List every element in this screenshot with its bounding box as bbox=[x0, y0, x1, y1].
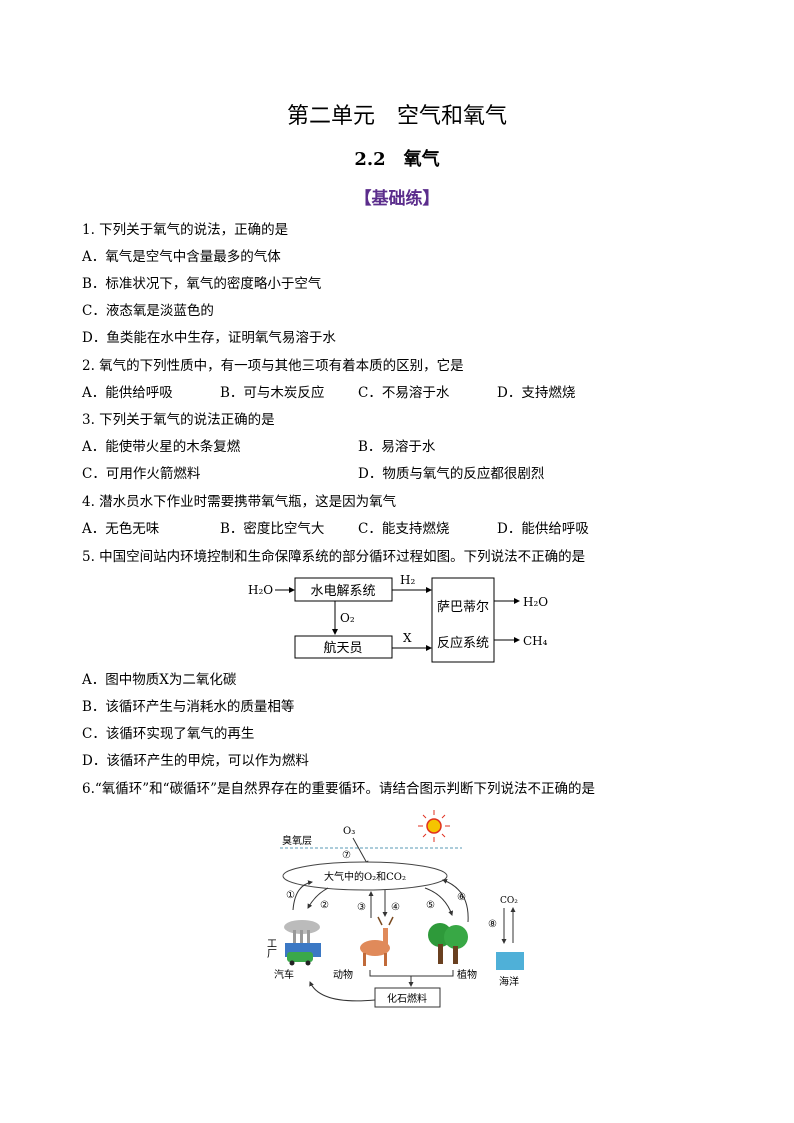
astronaut-box bbox=[294, 635, 393, 659]
ocean-icon bbox=[496, 952, 524, 970]
step-6: ⑥ bbox=[457, 892, 466, 903]
tree-icon bbox=[428, 923, 468, 964]
arrow bbox=[369, 970, 454, 986]
answer-option: B．该循环产生与消耗水的质量相等 bbox=[82, 699, 295, 715]
step-8: ⑧ bbox=[488, 919, 497, 930]
hydrogen-label: H₂ bbox=[400, 573, 415, 587]
answer-option: C．能支持燃烧 bbox=[358, 521, 450, 537]
ocean-label: 海洋 bbox=[499, 975, 519, 988]
question-stem: 4. 潜水员水下作业时需要携带氧气瓶，这是因为氧气 bbox=[82, 494, 397, 510]
answer-option: B．密度比空气大 bbox=[220, 521, 325, 537]
question-stem: 5. 中国空间站内环境控制和生命保障系统的部分循环过程如图。下列说法不正确的是 bbox=[82, 549, 586, 565]
fossil-fuel-box bbox=[374, 987, 441, 1008]
arrow bbox=[352, 837, 369, 866]
step-5: ⑤ bbox=[426, 900, 435, 911]
atmosphere-cloud bbox=[282, 861, 448, 891]
exercise-heading: 【基础练】 bbox=[354, 189, 440, 209]
plant-label: 植物 bbox=[457, 968, 477, 981]
ozone-layer-label: 臭氧层 bbox=[282, 834, 312, 847]
ozone-label: O₃ bbox=[343, 826, 355, 837]
answer-option: D．该循环产生的甲烷，可以作为燃料 bbox=[82, 753, 309, 769]
step-1: ① bbox=[286, 890, 295, 901]
oxygen-carbon-cycle-diagram: 臭氧层 O₃ ⑦ 大气中的O₂和CO₂ ① ② ③ ④ ⑤ ⑥ 工厂 汽车 动物… bbox=[265, 810, 524, 1008]
answer-option: B．标准状况下，氧气的密度略小于空气 bbox=[82, 276, 322, 292]
deer-icon bbox=[360, 916, 394, 966]
question-stem: 3. 下列关于氧气的说法正确的是 bbox=[82, 412, 275, 428]
factory-car-icon bbox=[284, 920, 321, 966]
answer-option: D．物质与氧气的反应都很剧烈 bbox=[358, 466, 545, 482]
water-input-label: H₂O bbox=[248, 583, 273, 597]
atmosphere-label: 大气中的O₂和CO₂ bbox=[324, 870, 406, 883]
question-stem: 1. 下列关于氧气的说法，正确的是 bbox=[82, 222, 289, 238]
answer-option: A．图中物质X为二氧化碳 bbox=[82, 672, 237, 688]
answer-option: C．液态氧是淡蓝色的 bbox=[82, 303, 214, 319]
step-4: ④ bbox=[391, 902, 400, 913]
step-2: ② bbox=[320, 900, 329, 911]
arrow bbox=[307, 887, 329, 909]
answer-option: A．能供给呼吸 bbox=[82, 385, 173, 401]
answer-option: B．可与木炭反应 bbox=[220, 385, 325, 401]
answer-option: C．可用作火箭燃料 bbox=[82, 466, 201, 482]
section-subtitle: 2.2 氧气 bbox=[354, 149, 440, 170]
step-3: ③ bbox=[357, 902, 366, 913]
arrow bbox=[292, 880, 313, 911]
step-7: ⑦ bbox=[342, 850, 351, 861]
fossil-fuel-label: 化石燃料 bbox=[387, 992, 427, 1005]
co2-label: CO₂ bbox=[500, 896, 518, 906]
question-stem: 2. 氧气的下列性质中，有一项与其他三项有着本质的区别，它是 bbox=[82, 358, 464, 374]
methane-output-label: CH₄ bbox=[523, 634, 548, 648]
page-title: 第二单元 空气和氧气 bbox=[286, 104, 507, 129]
sabatier-label: 萨巴蒂尔 bbox=[437, 600, 489, 615]
sun-icon bbox=[418, 810, 450, 842]
answer-option: A．无色无味 bbox=[82, 521, 160, 537]
arrow bbox=[424, 887, 454, 916]
sabatier-box bbox=[431, 577, 495, 663]
arrow bbox=[309, 981, 376, 1002]
answer-option: D．鱼类能在水中生存，证明氧气易溶于水 bbox=[82, 330, 336, 346]
factory-label: 工厂 bbox=[265, 938, 277, 959]
astronaut-label: 航天员 bbox=[323, 640, 362, 656]
oxygen-label: O₂ bbox=[340, 611, 355, 625]
answer-option: D．能供给呼吸 bbox=[497, 521, 589, 537]
answer-option: B．易溶于水 bbox=[358, 439, 436, 455]
answer-option: C．该循环实现了氧气的再生 bbox=[82, 726, 255, 742]
answer-option: A．能使带火星的木条复燃 bbox=[82, 439, 241, 455]
answer-option: C．不易溶于水 bbox=[358, 385, 450, 401]
x-label: X bbox=[403, 631, 412, 645]
animal-label: 动物 bbox=[333, 968, 353, 981]
answer-option: D．支持燃烧 bbox=[497, 385, 576, 401]
car-label: 汽车 bbox=[274, 968, 294, 981]
electrolysis-label: 水电解系统 bbox=[310, 584, 375, 599]
water-output-label: H₂O bbox=[523, 595, 548, 609]
space-station-cycle-diagram: H₂O 水电解系统 H₂ 萨巴蒂尔 反应系统 H₂O CH₄ O₂ 航天员 X bbox=[248, 573, 548, 663]
reaction-system-label: 反应系统 bbox=[437, 635, 489, 651]
question-stem: 6.“氧循环”和“碳循环”是自然界存在的重要循环。请结合图示判断下列说法不正确的… bbox=[82, 781, 595, 797]
arrow bbox=[442, 879, 469, 923]
answer-option: A．氧气是空气中含量最多的气体 bbox=[82, 249, 281, 265]
